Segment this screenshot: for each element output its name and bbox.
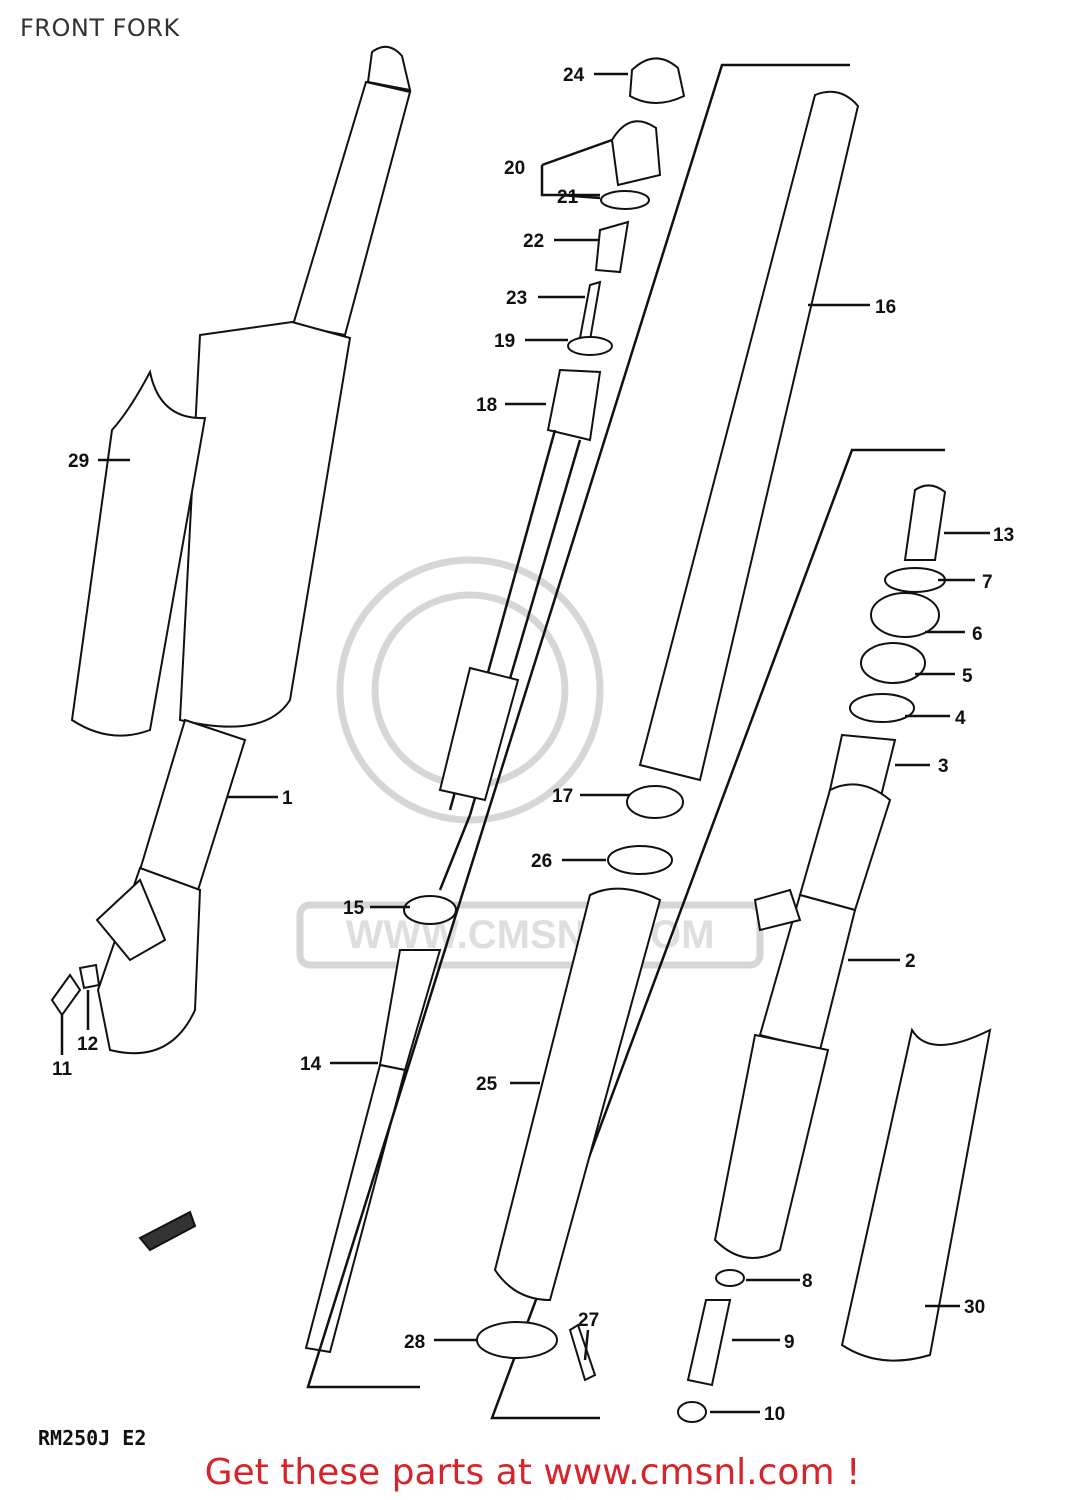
callout-27: 27 xyxy=(578,1310,599,1331)
fork-boot xyxy=(476,845,673,1382)
inner-tube xyxy=(626,90,860,819)
callout-15: 15 xyxy=(343,898,365,919)
callout-30: 30 xyxy=(964,1297,985,1318)
front-direction-arrow-icon xyxy=(138,1210,197,1252)
washer-part-12 xyxy=(78,963,101,990)
callout-4: 4 xyxy=(955,708,966,729)
callout-25: 25 xyxy=(476,1074,498,1095)
damper-rod xyxy=(304,368,602,1354)
leader-lines xyxy=(60,72,990,1414)
callout-3: 3 xyxy=(938,756,949,777)
callout-13: 13 xyxy=(993,525,1014,546)
callout-28: 28 xyxy=(404,1332,425,1353)
callout-16: 16 xyxy=(875,297,896,318)
callout-21: 21 xyxy=(557,187,579,208)
fork-assembly-left xyxy=(95,45,412,1055)
callout-11: 11 xyxy=(52,1059,73,1080)
callout-14: 14 xyxy=(300,1054,322,1075)
fork-guard-right xyxy=(840,1027,992,1362)
callout-6: 6 xyxy=(972,624,983,645)
callout-5: 5 xyxy=(962,666,973,687)
top-cap-stack xyxy=(567,57,686,356)
page-title: FRONT FORK xyxy=(20,14,180,42)
callout-24: 24 xyxy=(563,65,585,86)
model-code: RM250J E2 xyxy=(38,1426,147,1450)
callout-20: 20 xyxy=(504,158,525,179)
callout-19: 19 xyxy=(494,331,515,352)
callout-9: 9 xyxy=(784,1332,795,1353)
fork-assembly-right xyxy=(677,484,947,1423)
bolt-part-11 xyxy=(50,973,82,1017)
callout-8: 8 xyxy=(802,1271,813,1292)
callout-2: 2 xyxy=(905,951,916,972)
callout-17: 17 xyxy=(552,786,573,807)
callout-23: 23 xyxy=(506,288,527,309)
callout-10: 10 xyxy=(764,1404,785,1425)
callout-26: 26 xyxy=(531,851,552,872)
callout-1: 1 xyxy=(282,788,293,809)
callout-7: 7 xyxy=(982,572,993,593)
callout-22: 22 xyxy=(523,231,544,252)
frame-outline-right xyxy=(490,448,945,1420)
fork-guard-left xyxy=(70,369,207,737)
callout-29: 29 xyxy=(68,451,89,472)
callout-labels: 1 2 3 4 5 6 7 8 9 10 11 12 13 14 15 16 1… xyxy=(52,65,1014,1425)
front-fork-diagram: WWW.CMSNL.COM xyxy=(50,45,1014,1425)
callout-18: 18 xyxy=(476,395,497,416)
frame-outline-left xyxy=(306,63,850,1389)
footer-link[interactable]: Get these parts at www.cmsnl.com ! xyxy=(204,1452,861,1493)
callout-12: 12 xyxy=(77,1034,98,1055)
